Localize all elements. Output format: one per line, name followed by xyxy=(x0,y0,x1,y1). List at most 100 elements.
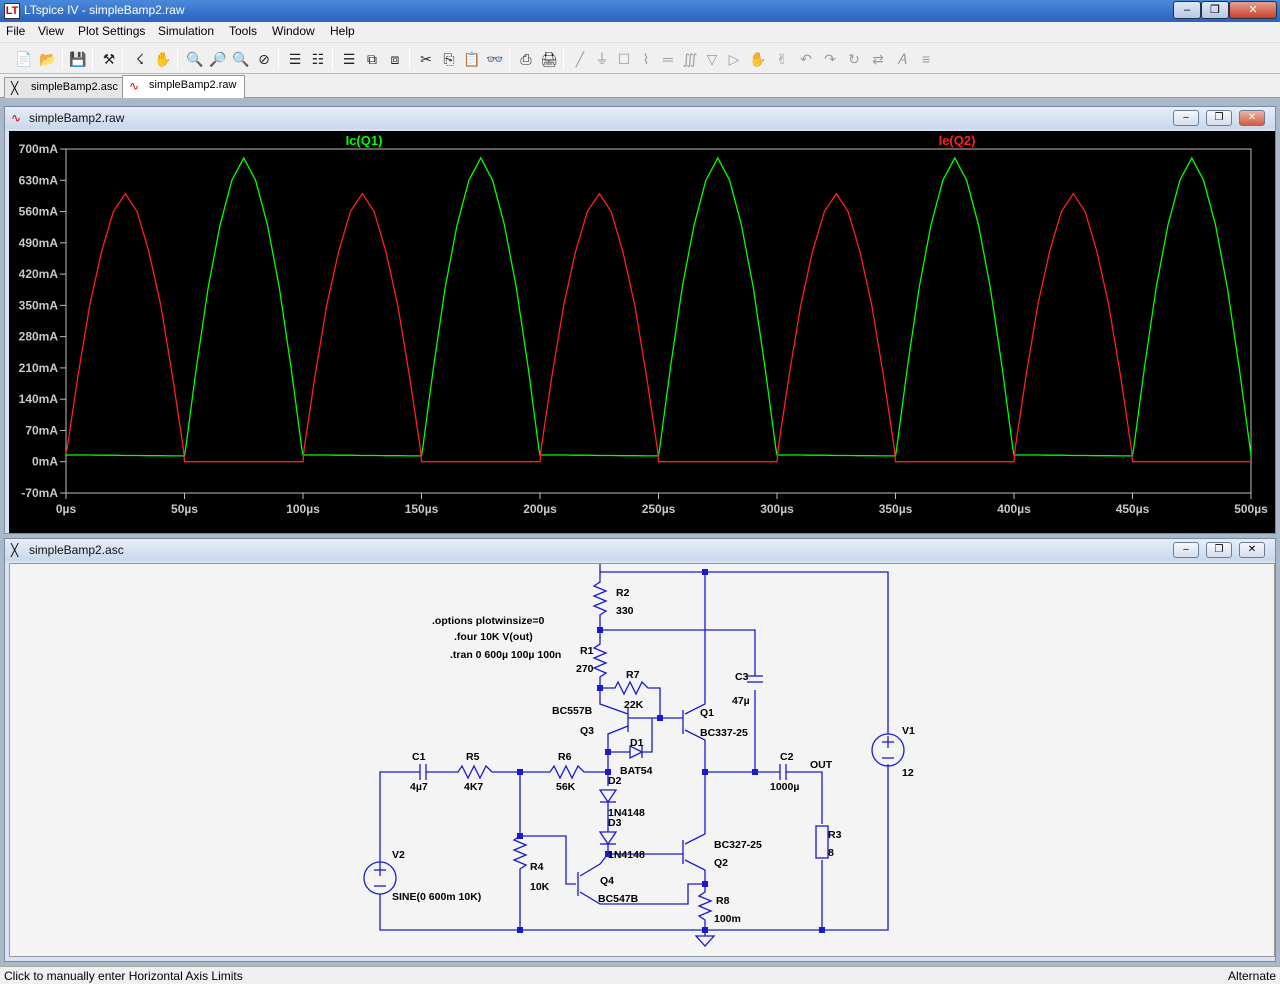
print-preview-icon[interactable]: ⎙ xyxy=(520,51,532,67)
x-tick-label[interactable]: 0µs xyxy=(56,502,77,516)
y-tick-label[interactable]: 280mA xyxy=(19,330,59,344)
cascade-icon[interactable]: ⧉ xyxy=(367,51,377,67)
y-tick-label[interactable]: 420mA xyxy=(19,267,59,281)
wires xyxy=(363,564,905,947)
pan-hand-icon[interactable]: ✋ xyxy=(154,51,172,67)
menu-window[interactable]: Window xyxy=(272,24,315,38)
fft-icon[interactable]: ☷ xyxy=(311,51,325,67)
close-all-icon[interactable]: ⧈ xyxy=(390,51,400,67)
drag-hand-icon[interactable]: ✌ xyxy=(776,51,788,67)
x-tick-label[interactable]: 450µs xyxy=(1116,502,1150,516)
label-c3: C3 xyxy=(735,671,749,683)
plot-restore-button[interactable]: ❐ xyxy=(1206,110,1232,126)
plot-window-titlebar[interactable]: ∿ simpleBamp2.raw – ❐ ✕ xyxy=(5,107,1275,129)
cut-icon[interactable]: ✂ xyxy=(420,51,432,67)
copy-icon[interactable]: ⎘ xyxy=(443,51,455,67)
text-icon[interactable]: 𝐴 xyxy=(897,51,907,67)
junction-dots xyxy=(517,569,825,933)
schematic-drawing[interactable]: .options plotwinsize=0 .four 10K V(out) … xyxy=(10,564,1274,956)
diode-icon[interactable]: ▽ xyxy=(706,51,718,67)
x-tick-label[interactable]: 200µs xyxy=(523,502,557,516)
x-tick-label[interactable]: 300µs xyxy=(760,502,794,516)
zoom-full-icon[interactable]: 🔎 xyxy=(209,51,227,67)
print-icon[interactable]: 🖨 xyxy=(540,51,558,67)
menu-file[interactable]: File xyxy=(6,24,26,38)
draw-wire-icon[interactable]: ╱ xyxy=(575,51,585,67)
close-button[interactable]: ✕ xyxy=(1229,1,1277,19)
label-c1: C1 xyxy=(412,751,426,763)
plot-minimize-button[interactable]: – xyxy=(1173,110,1199,126)
plot-close-button[interactable]: ✕ xyxy=(1239,110,1265,126)
label-q4: Q4 xyxy=(600,875,614,887)
y-tick-label[interactable]: 70mA xyxy=(25,423,58,437)
paste-icon[interactable]: 📋 xyxy=(463,51,481,67)
undo-icon[interactable]: ↶ xyxy=(800,51,812,67)
tile-horizontal-icon[interactable]: ☰ xyxy=(342,51,356,67)
menu-help[interactable]: Help xyxy=(330,24,355,38)
y-tick-label[interactable]: 350mA xyxy=(19,298,59,312)
x-tick-label[interactable]: 50µs xyxy=(171,502,198,516)
restore-button[interactable]: ❐ xyxy=(1201,1,1229,19)
schematic-window-titlebar[interactable]: ╳ simpleBamp2.asc – ❐ ✕ xyxy=(5,539,1275,561)
tab-schematic[interactable]: ╳ simpleBamp2.asc xyxy=(4,77,127,98)
x-tick-label[interactable]: 250µs xyxy=(642,502,676,516)
redo-icon[interactable]: ↷ xyxy=(824,51,836,67)
minimize-button[interactable]: – xyxy=(1173,1,1201,19)
trace-ic-q1[interactable] xyxy=(66,156,1252,457)
rotate-icon[interactable]: ↻ xyxy=(848,51,860,67)
x-tick-label[interactable]: 400µs xyxy=(997,502,1031,516)
value-c3: 47µ xyxy=(732,695,750,707)
label-r7: R7 xyxy=(626,669,640,681)
find-binoculars-icon[interactable]: 👓 xyxy=(486,51,504,67)
waveform-plot[interactable]: -70mA 0mA 70mA 140mA 210mA 280mA 350mA 420mA 490… xyxy=(9,131,1275,533)
zoom-cancel-icon[interactable]: ⊘ xyxy=(258,51,270,67)
menu-view[interactable]: View xyxy=(38,24,64,38)
value-v1: 12 xyxy=(902,767,914,779)
zoom-out-icon[interactable]: 🔍 xyxy=(232,51,250,67)
y-tick-label[interactable]: 210mA xyxy=(19,361,59,375)
component-icon[interactable]: ▷ xyxy=(728,51,740,67)
legend-ic-q1[interactable]: Ic(Q1) xyxy=(346,133,383,148)
ground-icon[interactable]: ⏚ xyxy=(595,51,609,67)
toolbar: 📄 📂 💾 ⚒ ☇ ✋ 🔍 🔎 🔍 ⊘ ☰ ☷ ☰ ⧉ ⧈ ✂ ⎘ 📋 👓 ⎙ … xyxy=(0,42,1280,74)
menu-simulation[interactable]: Simulation xyxy=(158,24,215,38)
x-tick-label[interactable]: 150µs xyxy=(405,502,439,516)
y-tick-label[interactable]: 700mA xyxy=(19,142,59,156)
spice-directive-icon[interactable]: ≡ xyxy=(921,51,931,67)
autorange-icon[interactable]: ☰ xyxy=(288,51,302,67)
schematic-minimize-button[interactable]: – xyxy=(1173,542,1199,558)
y-tick-label[interactable]: 490mA xyxy=(19,236,59,250)
y-tick-label[interactable]: 0mA xyxy=(32,455,58,469)
x-tick-label[interactable]: 500µs xyxy=(1234,502,1268,516)
plot-area[interactable]: -70mA 0mA 70mA 140mA 210mA 280mA 350mA 420mA 490… xyxy=(9,131,1275,533)
trace-ie-q2[interactable] xyxy=(65,192,1251,463)
tab-waveform[interactable]: ∿ simpleBamp2.raw xyxy=(122,75,246,98)
y-tick-label[interactable]: 140mA xyxy=(19,392,59,406)
save-icon[interactable]: 💾 xyxy=(69,51,87,67)
run-icon[interactable]: ☇ xyxy=(135,51,145,67)
y-tick-label[interactable]: 630mA xyxy=(19,173,59,187)
resistor-icon[interactable]: ⌇ xyxy=(642,51,650,67)
inductor-icon[interactable]: ∭ xyxy=(682,51,698,67)
schematic-close-button[interactable]: ✕ xyxy=(1239,542,1265,558)
capacitor-icon[interactable]: ═ xyxy=(663,51,673,67)
menu-tools[interactable]: Tools xyxy=(229,24,258,38)
label-net-icon[interactable]: ☐ xyxy=(617,51,631,67)
y-tick-label[interactable]: -70mA xyxy=(21,486,58,500)
y-tick-label[interactable]: 560mA xyxy=(19,205,59,219)
zoom-in-icon[interactable]: 🔍 xyxy=(186,51,204,67)
x-tick-label[interactable]: 350µs xyxy=(879,502,913,516)
schematic-restore-button[interactable]: ❐ xyxy=(1206,542,1232,558)
schematic-canvas[interactable]: .options plotwinsize=0 .four 10K V(out) … xyxy=(9,563,1275,957)
label-r2: R2 xyxy=(616,587,630,599)
plot-window-title: simpleBamp2.raw xyxy=(29,111,125,125)
menu-plot-settings[interactable]: Plot Settings xyxy=(78,24,146,38)
new-schematic-icon[interactable]: 📄 xyxy=(15,51,33,67)
value-r4: 10K xyxy=(530,881,550,893)
mirror-icon[interactable]: ⇄ xyxy=(872,51,884,67)
x-tick-label[interactable]: 100µs xyxy=(286,502,320,516)
open-folder-icon[interactable]: 📂 xyxy=(39,51,57,67)
legend-ie-q2[interactable]: Ie(Q2) xyxy=(939,133,976,148)
move-hand-icon[interactable]: ✋ xyxy=(749,51,767,67)
control-panel-icon[interactable]: ⚒ xyxy=(102,51,116,67)
